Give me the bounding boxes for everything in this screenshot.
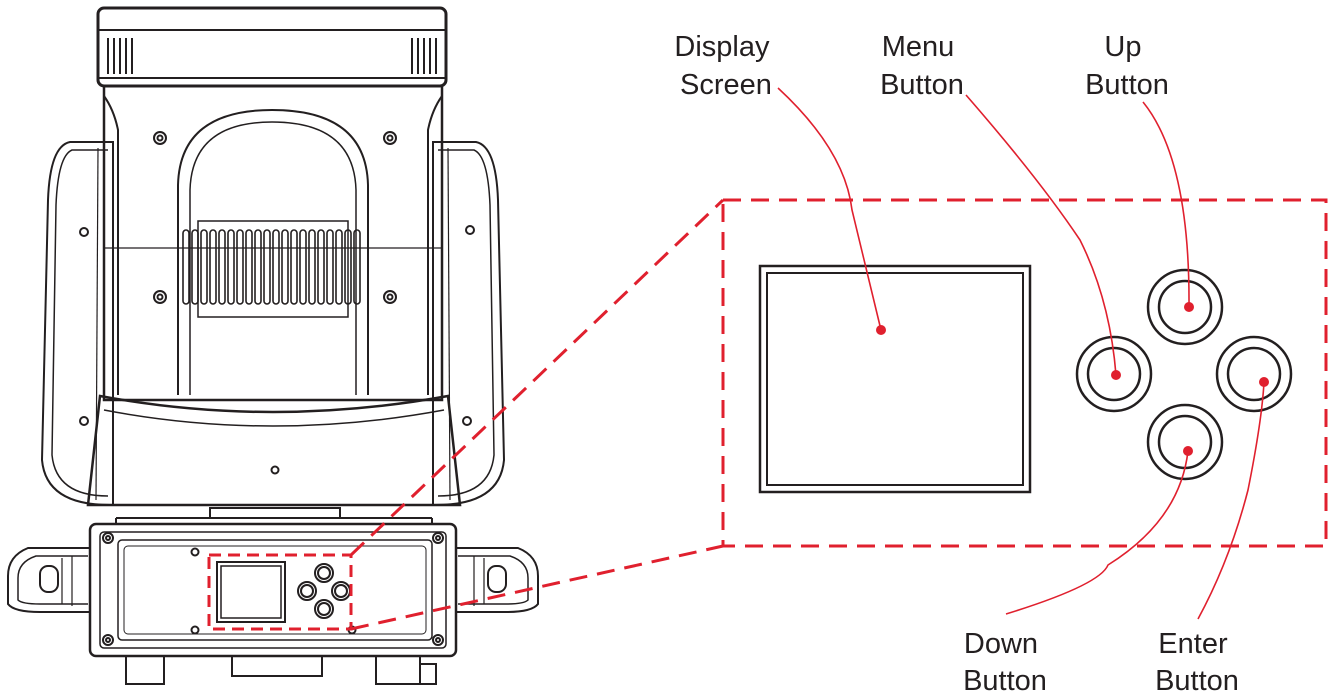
menu-button[interactable]	[1075, 335, 1153, 413]
right-yoke-arm	[432, 141, 506, 506]
base-unit	[88, 522, 458, 685]
head-body	[102, 86, 444, 402]
label-up-button: Up Button	[1085, 31, 1169, 101]
dot-down-button	[1183, 446, 1193, 456]
dot-menu-button	[1111, 370, 1121, 380]
highlight-region-small	[207, 553, 353, 631]
label-enter-button: Enter Button	[1155, 628, 1239, 697]
label-menu-button: Menu Button	[880, 31, 964, 101]
up-button[interactable]	[1146, 268, 1224, 346]
head-lens-section	[86, 394, 462, 507]
zoom-line-bottom	[350, 544, 724, 631]
label-display-screen: Display Screen	[674, 31, 777, 101]
zoom-line-top	[349, 198, 725, 557]
leader-down-button	[1005, 450, 1189, 615]
dot-enter-button	[1259, 377, 1269, 387]
highlight-region-zoomed	[721, 198, 1328, 548]
leader-menu-button	[965, 94, 1117, 376]
leader-up-button	[1142, 101, 1190, 308]
dot-up-button	[1184, 302, 1194, 312]
leader-enter-button	[1197, 381, 1265, 620]
left-yoke-arm	[40, 141, 114, 506]
fixture-illustration	[7, 6, 539, 685]
callout-dots	[876, 302, 1269, 456]
enter-button[interactable]	[1215, 335, 1293, 413]
head-top-handle	[96, 6, 448, 88]
yoke-neck	[115, 507, 433, 524]
display-screen	[758, 264, 1032, 494]
vent-slots	[182, 229, 361, 305]
base-left-handle	[7, 547, 90, 613]
dot-display-screen	[876, 325, 886, 335]
callout-leaders	[777, 87, 1265, 620]
leader-display-screen	[777, 87, 882, 331]
label-down-button: Down Button	[963, 628, 1047, 697]
